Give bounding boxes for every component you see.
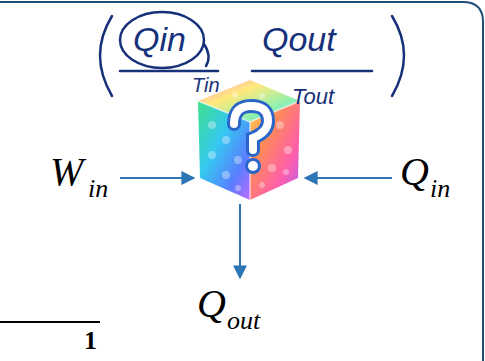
handwritten-label: Tin <box>192 75 220 95</box>
handwritten-label: Qin <box>133 22 186 56</box>
symbol: Q <box>400 152 429 192</box>
handwritten-label: Tout <box>292 86 334 108</box>
symbol: Q <box>197 284 226 324</box>
subscript: in <box>430 176 450 202</box>
fraction-bar <box>0 321 100 323</box>
item-cube <box>198 80 300 200</box>
number: 1 <box>84 328 97 354</box>
subscript: in <box>88 176 108 202</box>
subscript: out <box>227 308 260 334</box>
handwriting <box>100 12 404 96</box>
heat-in-arrow <box>305 177 392 179</box>
handwritten-label: Qout <box>262 22 336 56</box>
symbol: W <box>50 152 83 192</box>
heat-out-arrow <box>239 204 241 278</box>
work-arrow <box>120 177 194 179</box>
